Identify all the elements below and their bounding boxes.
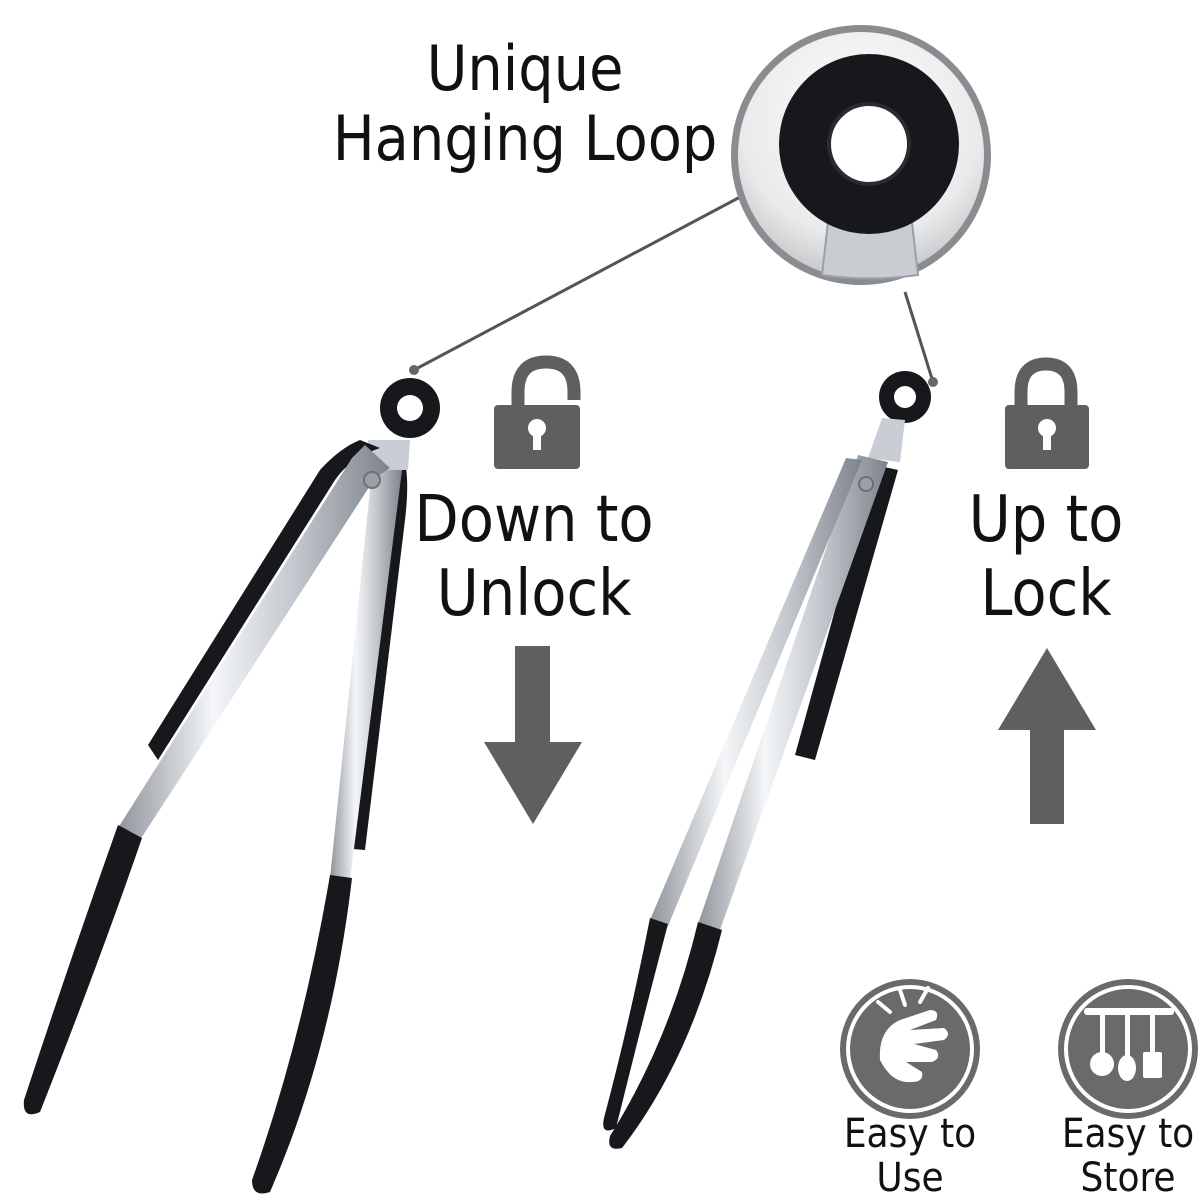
heading-line-1: Unique <box>426 32 624 105</box>
callout-dot-right <box>928 377 938 387</box>
unlock-instruction: Down to Unlock <box>384 488 684 636</box>
finger-snap-icon <box>840 979 980 1119</box>
tongs-closed <box>603 371 931 1149</box>
locked-padlock-icon <box>1005 357 1089 469</box>
unlocked-padlock-icon <box>494 355 581 469</box>
unlock-line-1: Down to <box>414 483 654 557</box>
hanging-utensils-icon <box>1058 979 1198 1119</box>
lock-line-1: Up to <box>968 483 1124 557</box>
badge-use-line-2: Use <box>876 1155 944 1201</box>
arrow-down-icon <box>484 646 582 824</box>
unlock-line-2: Unlock <box>436 557 632 631</box>
callout-dot-left <box>409 365 419 375</box>
arrow-up-icon <box>998 648 1096 824</box>
tongs-open <box>23 378 440 1194</box>
heading-line-2: Hanging Loop <box>332 102 718 175</box>
lock-instruction: Up to Lock <box>896 488 1196 636</box>
badge-store-line-2: Store <box>1080 1155 1176 1201</box>
badge-use-line-1: Easy to <box>843 1111 977 1157</box>
badge-store-line-1: Easy to <box>1061 1111 1195 1157</box>
lock-line-2: Lock <box>980 557 1112 631</box>
badge-easy-to-use-label: Easy to Use <box>825 1114 995 1202</box>
callout-line-left <box>413 194 743 372</box>
callout-line-right <box>903 291 935 383</box>
hanging-loop-zoom <box>731 25 991 285</box>
hanging-loop-heading: Unique Hanging Loop <box>330 38 720 178</box>
badge-easy-to-store-label: Easy to Store <box>1043 1114 1200 1202</box>
